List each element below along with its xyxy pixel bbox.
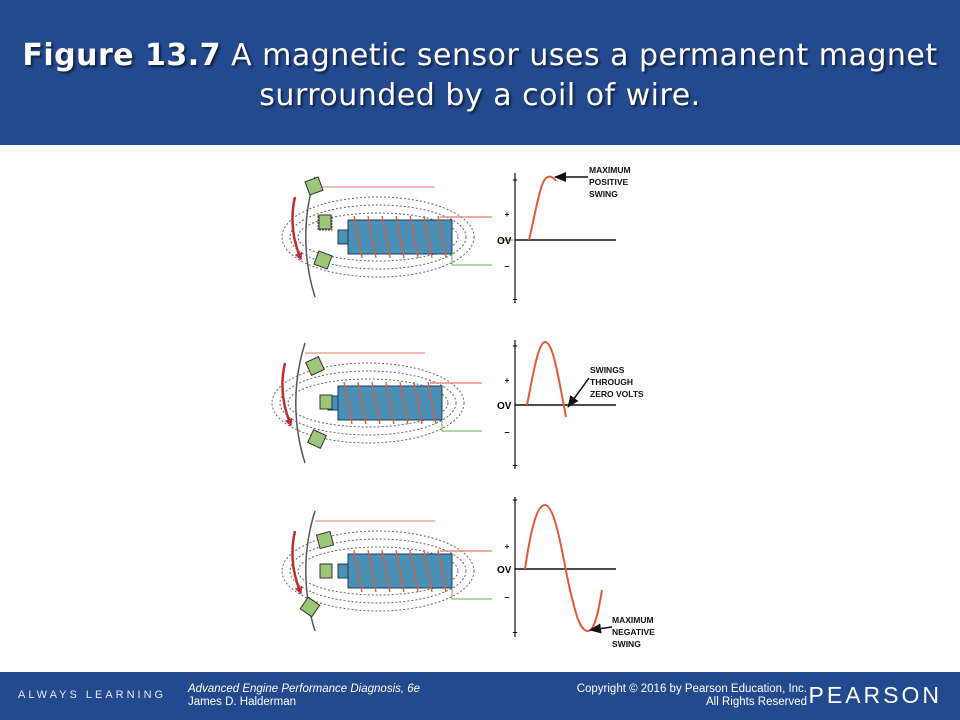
sensor-panel-3: + + OV – – MAXIMUM NEGATIVE SWING [282,495,657,649]
axis-zero-label: OV [497,565,512,576]
axis-plus-large: + [512,341,517,351]
sensor-panel-1: + + OV – – MAXIMUM POSITIVE SWING [282,165,633,304]
reluctor-teeth [305,356,333,449]
rights-text: All Rights Reserved [706,696,807,708]
figure-label: Figure 13.7 [22,38,222,73]
reluctor-teeth [299,530,335,618]
voltage-waveform-3 [524,503,603,633]
axis-plus-small: + [505,542,510,551]
axis-minus-large: – [512,627,517,637]
footer-tagline: ALWAYS LEARNING [18,689,167,701]
callout-panel-2: SWINGS THROUGH ZERO VOLTS [590,365,644,399]
axis-zero-label: OV [497,401,512,412]
callout-panel-1: MAXIMUM POSITIVE SWING [589,165,633,199]
slide-title: Figure 13.7 A magnetic sensor uses a per… [20,36,940,116]
axis-plus-large: + [512,495,517,505]
copyright-info: Copyright © 2016 by Pearson Education, I… [577,683,807,709]
sensor-panel-2: + + OV – – SWINGS THROUGH ZERO VOLTS [272,340,644,470]
book-author: James D. Halderman [188,696,297,708]
axis-plus-small: + [505,376,510,385]
axis-plus-large: + [512,175,517,185]
axis-minus-large: – [512,294,517,304]
voltage-waveform-1 [528,175,557,241]
axis-minus-small: – [504,592,509,602]
copyright-text: Copyright © 2016 by Pearson Education, I… [576,683,807,695]
axis-plus-small: + [505,210,510,219]
footer-bar: ALWAYS LEARNING Advanced Engine Performa… [0,672,960,720]
axis-minus-large: – [512,460,517,470]
axis-zero-label: OV [497,236,512,247]
title-bar: Figure 13.7 A magnetic sensor uses a per… [0,0,960,145]
axis-minus-small: – [504,427,509,437]
figure-caption: A magnetic sensor uses a permanent magne… [221,38,938,113]
callout-panel-3: MAXIMUM NEGATIVE SWING [612,615,657,649]
axis-minus-small: – [504,261,509,271]
book-info: Advanced Engine Performance Diagnosis, 6… [188,683,420,709]
reluctor-teeth [304,176,333,270]
publisher-logo: PEARSON [808,682,942,708]
sensor-figure: + + OV – – MAXIMUM POSITIVE SWING [0,165,657,649]
magnetic-sensor-diagram: + + OV – – MAXIMUM POSITIVE SWING [0,145,960,672]
voltage-waveform-2 [526,340,567,418]
book-title: Advanced Engine Performance Diagnosis, 6… [188,683,421,695]
